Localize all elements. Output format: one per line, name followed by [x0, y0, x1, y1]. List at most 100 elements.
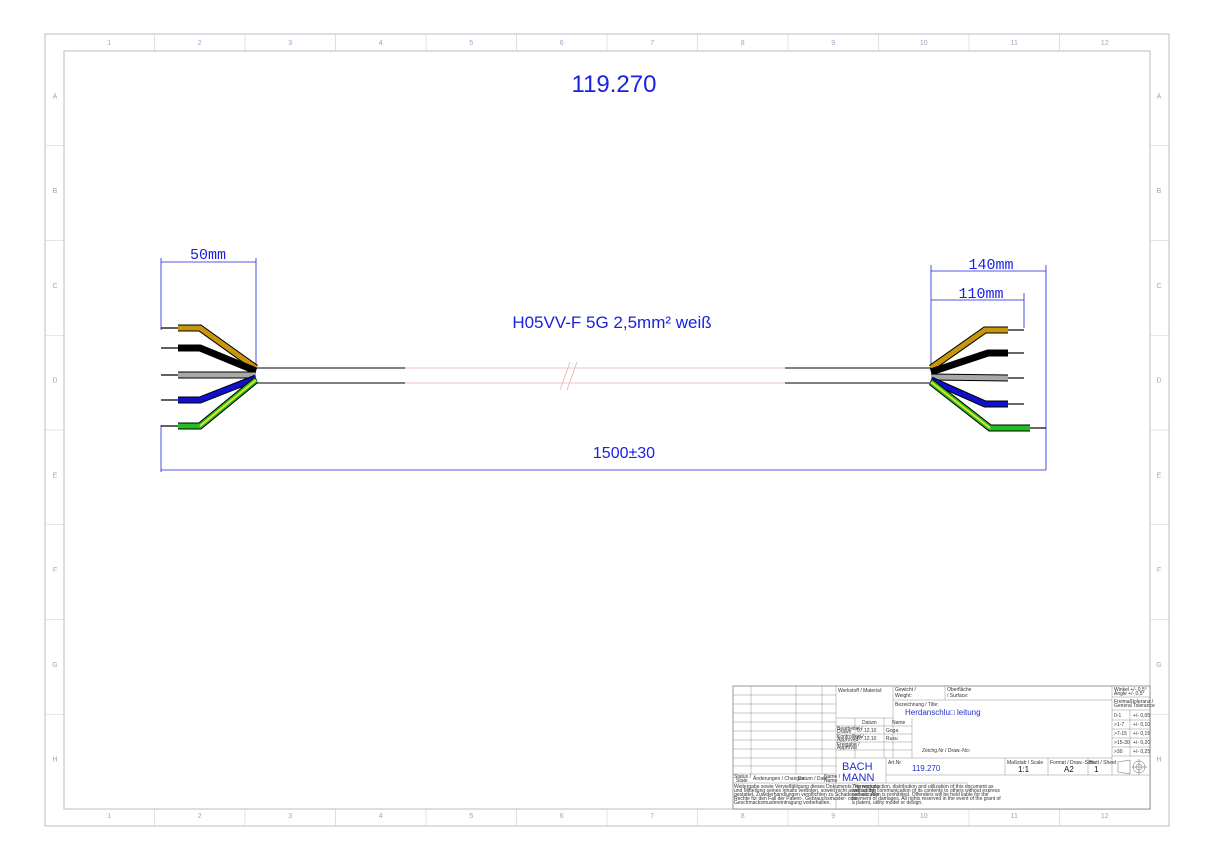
grid-column-label: 9: [831, 813, 835, 820]
grid-row-label: C: [52, 283, 57, 290]
company-logo-line1: BACH: [842, 761, 873, 773]
status-label-2: State: [736, 778, 748, 784]
grid-column-label: 8: [741, 40, 745, 47]
title-block: Werkstoff / Material: Gewicht / Weight: …: [732, 685, 1155, 810]
dimension-right-inner-label: 110mm: [958, 286, 1003, 303]
grid-column-label: 6: [560, 40, 564, 47]
company-logo-line2: MANN: [842, 772, 874, 784]
grid-row-label: D: [1156, 378, 1161, 385]
projection-symbol-icon: [1117, 759, 1147, 775]
art-label: Art.Nr: [888, 760, 901, 766]
grid-column-label: 7: [650, 40, 654, 47]
tolerance-range: >7-15: [1114, 731, 1127, 737]
tolerance-range: >15-30: [1114, 740, 1130, 746]
format-label: Format / Draw.-Size: [1050, 760, 1094, 766]
cable-jacket: [256, 361, 931, 391]
grid-row-label: E: [53, 472, 58, 479]
dimension-total: [160, 425, 1046, 472]
dimension-right-outer-label: 140mm: [968, 257, 1013, 274]
right-wire-fan: [928, 326, 1046, 432]
grid-row-label: B: [1157, 188, 1162, 195]
left-wire-fan: [161, 324, 259, 430]
tolerance-value: +/- 0,15: [1133, 731, 1150, 737]
dimension-left-label: 50mm: [190, 247, 226, 264]
angle-label-2: Angle +/- 0,5°: [1114, 691, 1145, 697]
tolerance-label-2: General Tolerance: [1114, 703, 1155, 709]
grid-column-label: 6: [560, 813, 564, 820]
grid-row-label: G: [1156, 662, 1161, 669]
copyright-en-line: The reproduction, distribution and utili…: [852, 784, 994, 790]
designation-label: Bezeichnung / Title:: [895, 702, 939, 708]
grid-row-label: F: [1157, 567, 1161, 574]
date-label: Datum / Date: [798, 776, 828, 782]
grid-ticks: [45, 34, 1169, 826]
grid-column-label: 4: [379, 40, 383, 47]
grid-column-label: 9: [831, 40, 835, 47]
grid-row-label: G: [52, 662, 57, 669]
grid-column-label: 12: [1101, 813, 1109, 820]
checked-label-2: Approved: [837, 737, 859, 743]
drawn-label-2: Drawn: [837, 729, 852, 735]
grid-column-label: 4: [379, 813, 383, 820]
designation-value: Herdanschlu□ leitung: [905, 708, 981, 717]
dimension-right: [930, 265, 1047, 470]
grid-row-label: E: [1157, 472, 1162, 479]
copyright-en-line: authorization is prohibited. Offenders w…: [852, 792, 989, 798]
scale-value: 1:1: [1018, 765, 1030, 774]
grid-column-label: 2: [198, 40, 202, 47]
material-label: Werkstoff / Material:: [838, 688, 882, 694]
grid-column-label: 2: [198, 813, 202, 820]
tolerance-range: 0-1: [1114, 713, 1121, 719]
checked-date: 07.12.10: [857, 736, 877, 742]
copyright-de-line: Geschmacksmustereintragung vorbehalten.: [734, 800, 831, 806]
grid-row-label: A: [53, 93, 58, 100]
grid-column-label: 10: [920, 813, 928, 820]
grid-column-label: 3: [288, 813, 292, 820]
grid-row-label: H: [52, 757, 57, 764]
grid-column-label: 8: [741, 813, 745, 820]
angle-label-1: Winkel +/- 0,5°: [1114, 687, 1147, 693]
grid-column-label: 10: [920, 40, 928, 47]
art-value: 119.270: [912, 764, 941, 773]
tolerance-range: >1-7: [1114, 722, 1124, 728]
tolerance-value: +/- 0,05: [1133, 713, 1150, 719]
datum-header: Datum: [862, 720, 877, 726]
changes-label: Änderungen / Changes: [753, 775, 805, 782]
grid-row-label: D: [52, 378, 57, 385]
grid-column-label: 1: [107, 813, 111, 820]
sheet-label: Blatt / Sheet: [1089, 760, 1117, 766]
grid-column-label: 1: [107, 40, 111, 47]
grid-column-label: 7: [650, 813, 654, 820]
grid-column-label: 12: [1101, 40, 1109, 47]
copyright-en-line: well as the communication of its content…: [852, 788, 1000, 794]
weight-label-1: Gewicht /: [895, 687, 916, 693]
drawn-name: Goga: [886, 728, 898, 734]
grid-row-label: B: [53, 188, 58, 195]
format-value: A2: [1064, 765, 1074, 774]
release-label-2: Approval: [837, 745, 857, 751]
name-label-2: Name: [824, 778, 838, 784]
grid-row-label: A: [1157, 93, 1162, 100]
name-header: Name: [892, 720, 906, 726]
tolerance-range: >30: [1114, 749, 1123, 755]
weight-label-2: Weight:: [895, 693, 912, 699]
cable-spec-label: H05VV-F 5G 2,5mm² weiß: [512, 313, 711, 332]
tolerance-label-1: Freimaßtoleranz /: [1114, 699, 1154, 705]
copyright-de-line: Weitergabe sowie Vervielfältigung dieses…: [734, 784, 880, 790]
sheet-value: 1: [1094, 765, 1099, 774]
grid-row-label: C: [1156, 283, 1161, 290]
checked-label-1: Kontrolliert /: [837, 734, 864, 740]
grid-row-label: H: [1156, 757, 1161, 764]
grid-column-label: 5: [469, 40, 473, 47]
surface-label-1: Oberfläche: [947, 687, 972, 693]
status-label-1: Status /: [734, 774, 752, 780]
dimension-total-label: 1500±30: [593, 445, 655, 462]
name-label-1: Name /: [824, 774, 841, 780]
surface-label-2: / Surface:: [947, 693, 968, 699]
grid-column-label: 3: [288, 40, 292, 47]
copyright-de-line: gestattet. Zuwiderhandlungen verpflichte…: [734, 792, 879, 798]
tolerance-value: +/- 0,10: [1133, 722, 1150, 728]
grid-column-label: 11: [1011, 813, 1018, 820]
